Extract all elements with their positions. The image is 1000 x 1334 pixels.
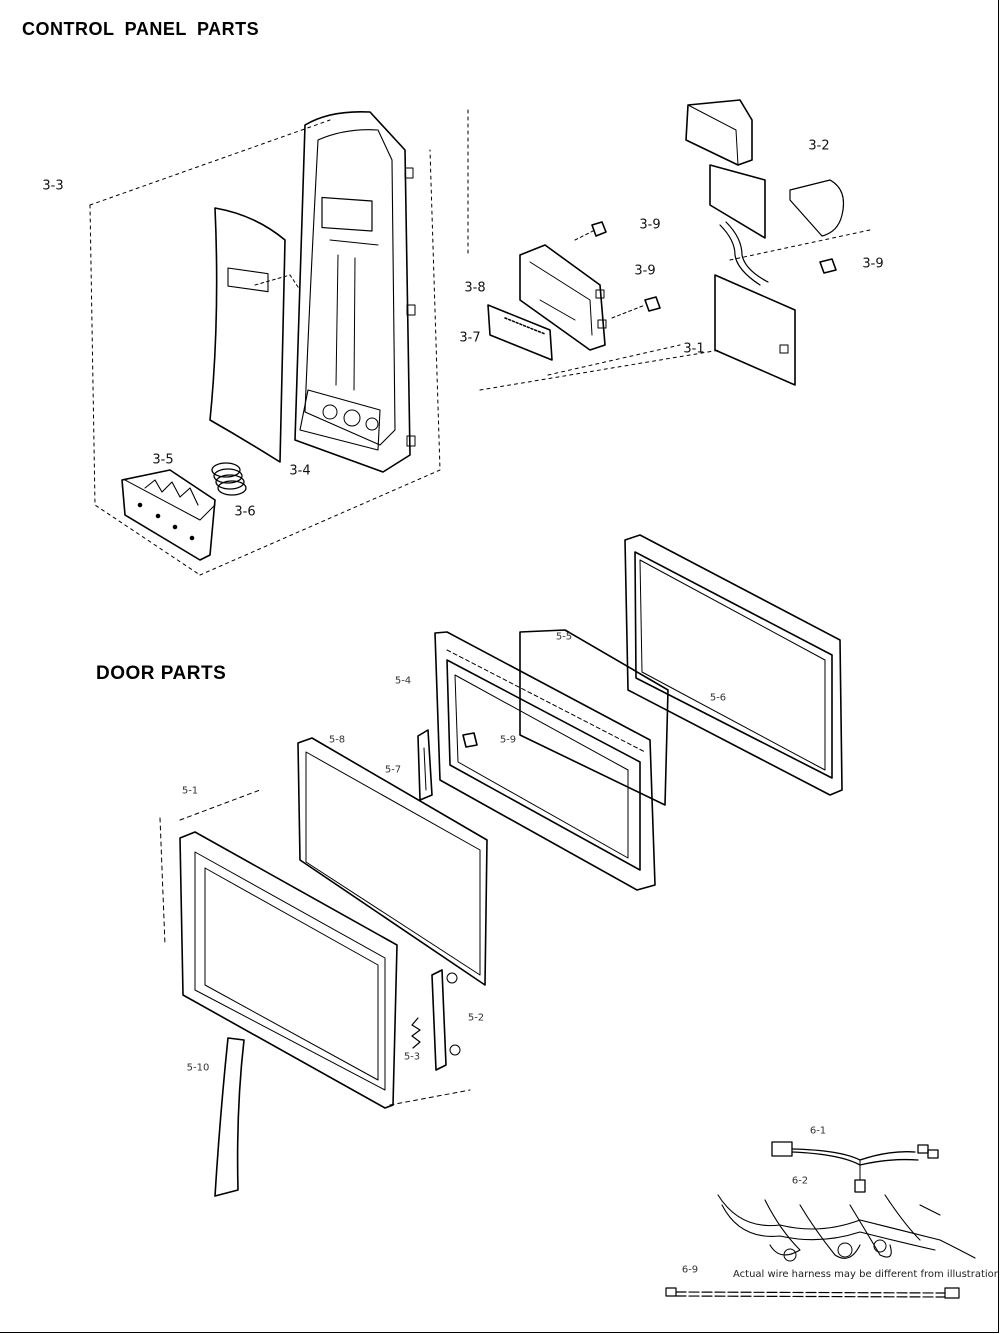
control-panel-parts-title: CONTROL PANEL PARTS	[22, 19, 260, 39]
control-panel-assembly-outline	[89, 109, 871, 576]
door-choke-frame	[624, 534, 843, 796]
door-parts-title: DOOR PARTS	[96, 663, 227, 684]
door-spring	[411, 1017, 421, 1049]
key-block	[121, 469, 216, 561]
door-front-assembly	[159, 789, 471, 1109]
door-latch	[417, 729, 433, 801]
pcb-bracket	[519, 244, 607, 351]
door-mesh-screen	[519, 629, 669, 806]
harness-disclaimer-note: Actual wire harness may be different fro…	[733, 1269, 999, 1280]
door-hook-lever	[431, 969, 461, 1071]
wire-harness-6-1	[771, 1141, 939, 1193]
screw-3-9-middle	[611, 296, 661, 319]
screw-5-9	[462, 732, 478, 748]
wire-6-9	[665, 1287, 960, 1299]
door-film-strip	[214, 1037, 245, 1197]
screw-3-9-right	[819, 258, 837, 274]
door-inner-frame	[434, 631, 656, 891]
door-glass	[297, 737, 488, 986]
control-pcb	[714, 274, 796, 386]
wire-harness-6-2	[717, 1194, 976, 1262]
control-panel-frame	[294, 110, 416, 473]
display-module	[685, 99, 845, 286]
insulation-sheet	[487, 304, 553, 361]
screw-3-9-top	[574, 221, 607, 241]
control-panel-film	[209, 207, 301, 463]
spring	[211, 462, 247, 496]
